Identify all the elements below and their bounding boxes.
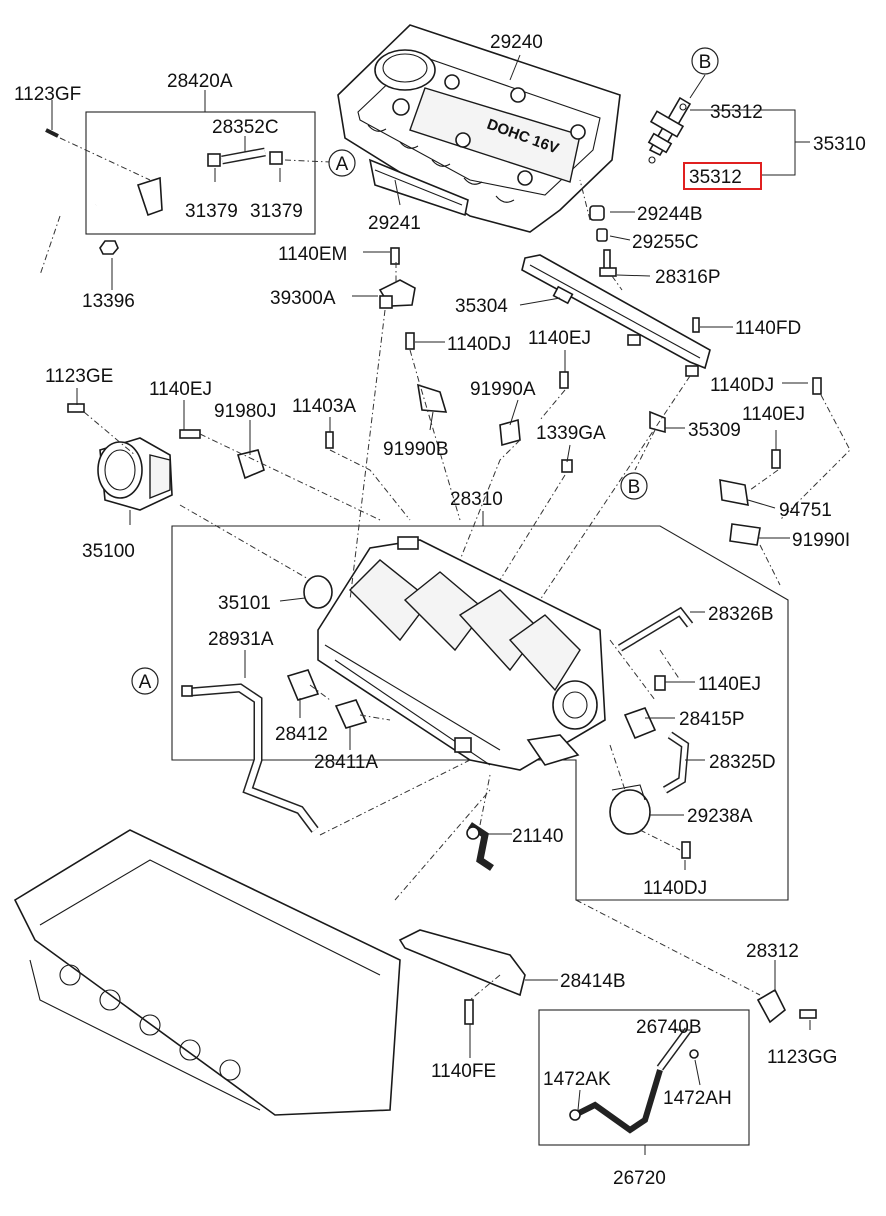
label-1140dj-lower: 1140DJ	[643, 878, 707, 899]
label-31379-right: 31379	[250, 201, 303, 222]
highlight-box	[683, 162, 762, 190]
label-28420a: 28420A	[167, 71, 233, 92]
leader-lines	[51, 54, 811, 1155]
cylinder-head	[13, 829, 401, 1116]
label-26720: 26720	[613, 1168, 666, 1189]
vacuum-solenoid	[609, 675, 691, 859]
label-91990b: 91990B	[383, 439, 449, 460]
label-31379-left: 31379	[185, 201, 238, 222]
label-1140ej-right: 1140EJ	[742, 404, 805, 425]
label-28414b: 28414B	[560, 971, 626, 992]
label-29240: 29240	[490, 32, 543, 53]
throttle-body	[67, 403, 265, 511]
dipstick-tube	[466, 822, 494, 871]
label-28411a: 28411A	[314, 752, 378, 773]
label-1140ej-left: 1140EJ	[149, 379, 212, 400]
label-94751: 94751	[779, 500, 832, 521]
manifold-gaskets	[286, 669, 368, 729]
label-29241: 29241	[368, 213, 421, 234]
label-35312-highlighted: 35312	[689, 167, 742, 188]
fuel-rail	[521, 254, 711, 377]
svg-text:B: B	[628, 477, 641, 498]
callout-b-mid: B	[620, 472, 648, 500]
label-35101: 35101	[218, 593, 271, 614]
label-35310: 35310	[813, 134, 866, 155]
label-35309: 35309	[688, 420, 741, 441]
intake-manifold	[317, 536, 606, 771]
label-91980j: 91980J	[214, 401, 276, 422]
label-28325d: 28325D	[709, 752, 776, 773]
label-1140em: 1140EM	[278, 244, 347, 265]
label-26740b: 26740B	[636, 1017, 702, 1038]
gasket-strip	[368, 158, 469, 217]
label-28931a: 28931A	[208, 629, 274, 650]
rocker-cover	[337, 24, 621, 233]
svg-text:B: B	[699, 52, 712, 73]
label-29244b: 29244B	[637, 204, 703, 225]
label-28326b: 28326B	[708, 604, 774, 625]
label-1140dj-right: 1140DJ	[710, 375, 774, 396]
label-35304: 35304	[455, 296, 508, 317]
sub-assembly-box-28310	[171, 525, 789, 901]
svg-text:A: A	[139, 672, 152, 693]
label-1140fe: 1140FE	[431, 1061, 496, 1082]
label-29238a: 29238A	[687, 806, 753, 827]
map-sensor	[378, 247, 416, 309]
label-35100: 35100	[82, 541, 135, 562]
vacuum-hose	[617, 606, 694, 652]
label-21140: 21140	[512, 826, 563, 847]
label-28412: 28412	[275, 724, 328, 745]
label-1123gf: 1123GF	[14, 84, 81, 105]
label-39300a: 39300A	[270, 288, 336, 309]
grommet	[589, 205, 617, 277]
label-1339ga: 1339GA	[536, 423, 606, 444]
label-28352c: 28352C	[212, 117, 279, 138]
svg-text:A: A	[336, 154, 349, 175]
coolant-hose	[181, 683, 319, 833]
o-ring	[303, 575, 333, 609]
label-1123gg: 1123GG	[767, 1047, 837, 1068]
label-1123ge: 1123GE	[45, 366, 113, 387]
label-1140ej-mid: 1140EJ	[698, 674, 761, 695]
label-1140dj-top: 1140DJ	[447, 334, 511, 355]
callout-b-top: B	[691, 47, 719, 75]
label-1472ak: 1472AK	[543, 1069, 611, 1090]
callout-a-top: A	[328, 149, 356, 177]
label-35312-top: 35312	[710, 102, 763, 123]
label-28316p: 28316P	[655, 267, 721, 288]
manifold-stay	[398, 929, 526, 1025]
callout-a-left: A	[131, 667, 159, 695]
pcv-tube-assembly	[45, 128, 283, 255]
sub-assembly-box-26720	[538, 1009, 750, 1146]
label-28312: 28312	[746, 941, 799, 962]
assembly-dashed-lines	[39, 137, 851, 1001]
breather-hose	[569, 1027, 699, 1134]
label-11403a: 11403A	[292, 396, 356, 417]
label-29255c: 29255C	[632, 232, 699, 253]
label-91990a: 91990A	[470, 379, 536, 400]
label-13396: 13396	[82, 291, 135, 312]
label-91990i: 91990I	[792, 530, 850, 551]
label-28415p: 28415P	[679, 709, 745, 730]
label-1140fd: 1140FD	[735, 318, 801, 339]
fuel-injector	[647, 96, 692, 164]
label-1472ah: 1472AH	[663, 1088, 732, 1109]
label-1140ej-top: 1140EJ	[528, 328, 591, 349]
pcv-valve	[756, 988, 817, 1024]
sub-assembly-box-28420a	[85, 111, 316, 235]
label-28310: 28310	[450, 489, 503, 510]
